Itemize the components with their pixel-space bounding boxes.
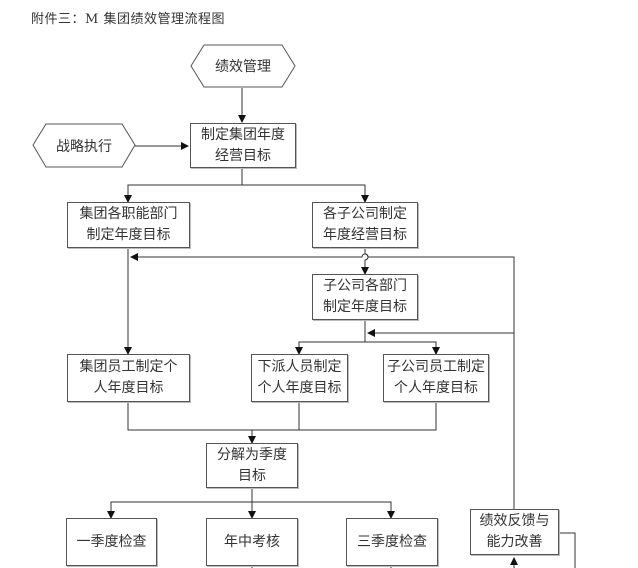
node-label: 绩效管理: [215, 59, 271, 75]
node-q3-check: 三季度检查: [346, 518, 438, 566]
node-subsidiary-staff-goal: 子公司员工制定 个人年度目标: [383, 354, 489, 402]
node-label-line: 一季度检查: [76, 533, 147, 550]
node-label-line: 能力改善: [486, 534, 543, 550]
edge-staff-merge: [127, 402, 437, 431]
node-label-line: 绩效反馈与: [479, 513, 550, 529]
hex-strategy-execution: 战略执行: [32, 123, 136, 168]
node-label-line: 子公司各部门: [323, 278, 407, 294]
node-label: 战略执行: [56, 138, 112, 155]
edge-group-goal-split: [124, 168, 243, 203]
hexagon-shape: [32, 123, 136, 168]
node-quarterly-goals: 分解为季度 目标: [206, 443, 298, 488]
edge-subsidiaries-to-sub-depts: [361, 248, 369, 275]
node-label-line: 个人年度目标: [257, 380, 342, 396]
node-q1-check: 一季度检查: [66, 518, 157, 566]
node-group-staff-goal: 集团员工制定个 人年度目标: [67, 354, 190, 402]
node-label-line: 制定年度目标: [323, 299, 407, 315]
edge-feedback-right: [559, 532, 576, 568]
node-midyear-review: 年中考核: [206, 518, 298, 566]
node-label-line: 分解为季度: [217, 446, 287, 463]
node-label-line: 子公司员工制定: [387, 359, 485, 375]
node-label-line: 人年度目标: [93, 380, 164, 396]
edge-feedback-to-group-depts: [130, 253, 515, 510]
node-label-line: 制定集团年度: [201, 126, 285, 143]
node-subsidiary-depts-goal: 子公司各部门 制定年度目标: [312, 274, 418, 320]
node-group-annual-goal: 制定集团年度 经营目标: [190, 123, 296, 168]
edge-sub-depts-to-dispatched: [295, 341, 365, 355]
node-label-line: 经营目标: [215, 147, 271, 164]
node-label-line: 下派人员制定: [257, 359, 342, 375]
node-label-line: 年度经营目标: [323, 227, 407, 243]
node-dispatched-staff-goal: 下派人员制定 个人年度目标: [251, 354, 348, 402]
node-subsidiaries-goal: 各子公司制定 年度经营目标: [312, 202, 418, 248]
hex-performance-management: 绩效管理: [190, 44, 296, 88]
node-label-line: 制定年度目标: [86, 227, 171, 243]
node-label-line: 目标: [238, 467, 266, 484]
node-label-line: 个人年度目标: [394, 380, 478, 396]
node-feedback-improve: 绩效反馈与 能力改善: [470, 509, 559, 555]
document-title: 附件三：M 集团绩效管理流程图: [31, 12, 225, 27]
edge-group-goal-to-subsidiaries: [242, 184, 369, 203]
node-label-line: 各子公司制定: [323, 206, 407, 222]
node-label-line: 集团各职能部门: [79, 206, 178, 222]
edge-quarterly-to-q1: [107, 501, 252, 519]
node-label-line: 集团员工制定个: [79, 359, 178, 375]
edge-sub-depts-to-sub-staff: [365, 341, 440, 355]
hexagon-shape: [190, 44, 296, 88]
node-label-line: 年中考核: [224, 533, 280, 550]
edge-quarterly-to-q3: [252, 501, 395, 519]
node-group-depts-goal: 集团各职能部门 制定年度目标: [67, 202, 190, 248]
node-label-line: 三季度检查: [357, 533, 427, 550]
